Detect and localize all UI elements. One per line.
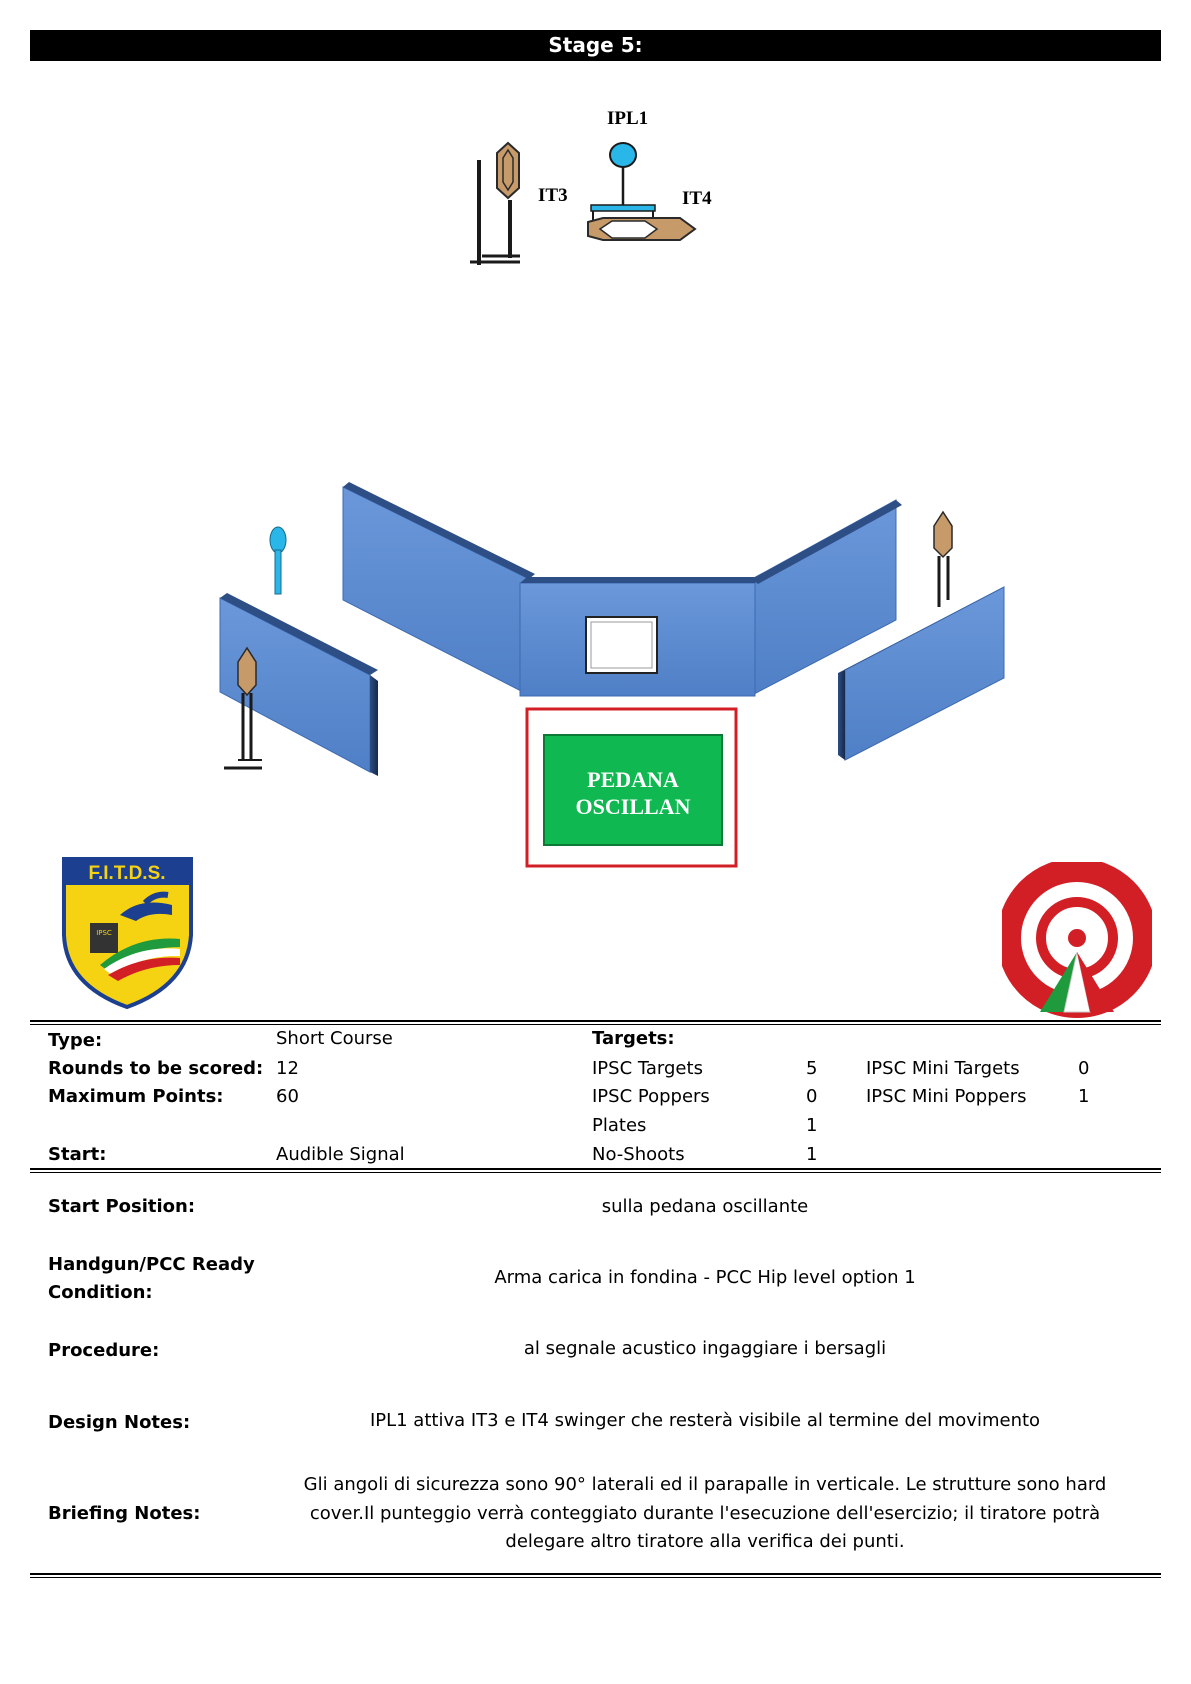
left-wing-wall — [342, 482, 535, 696]
center-wall — [519, 577, 761, 697]
mini-target-count: 0 — [1078, 1058, 1090, 1079]
divider-bottom-2 — [30, 1577, 1161, 1578]
divider-bottom-1 — [30, 1573, 1161, 1575]
divider-top-1 — [30, 1020, 1161, 1022]
it4-swinger-target — [587, 217, 697, 241]
start-position-value: sulla pedana oscillante — [601, 1196, 809, 1217]
procedure-label: Procedure: — [48, 1340, 160, 1361]
start-label: Start: — [48, 1144, 107, 1165]
swinging-platform — [543, 734, 723, 846]
target-type-count: 0 — [806, 1086, 818, 1107]
target-type-name: Plates — [592, 1115, 647, 1136]
start-position-label: Start Position: — [48, 1196, 196, 1217]
target-type-count: 1 — [806, 1115, 818, 1136]
it3-target-stand — [470, 141, 520, 265]
start-value: Audible Signal — [276, 1144, 405, 1165]
wall-window — [585, 616, 658, 674]
stage-diagram — [219, 141, 1005, 868]
platform-label-line-2: OSCILLAN — [575, 794, 691, 819]
briefing-notes-line: Gli angoli di sicurezza sono 90° lateral… — [303, 1474, 1107, 1495]
divider-top-2 — [30, 1024, 1161, 1025]
type-value: Short Course — [276, 1028, 393, 1049]
design-notes-value: IPL1 attiva IT3 e IT4 swinger che rester… — [369, 1410, 1041, 1431]
ready-condition-value: Arma carica in fondina - PCC Hip level o… — [494, 1267, 916, 1288]
label-it4: IT4 — [682, 188, 712, 209]
briefing-notes-line: delegare altro tiratore alla verifica de… — [505, 1531, 905, 1552]
ipl1-popper — [590, 142, 656, 220]
platform-label: PEDANA OSCILLAN — [544, 766, 722, 820]
right-short-wall — [838, 586, 1005, 761]
mini-target-count: 1 — [1078, 1086, 1090, 1107]
targets-label: Targets: — [592, 1028, 675, 1049]
points-value: 60 — [276, 1086, 299, 1107]
ready-condition-label-line-2: Condition: — [48, 1282, 153, 1303]
fitds-logo: F.I.T.D.S. IPSC — [62, 857, 193, 1010]
left-short-wall — [219, 593, 378, 776]
target-type-count: 5 — [806, 1058, 818, 1079]
target-left-front — [224, 646, 262, 770]
stage-title: Stage 5: — [30, 30, 1161, 61]
rounds-label: Rounds to be scored: — [48, 1058, 264, 1079]
target-right-back — [933, 510, 953, 607]
target-type-count: 1 — [806, 1144, 818, 1165]
svg-text:F.I.T.D.S.: F.I.T.D.S. — [88, 863, 165, 884]
popper-left — [269, 526, 287, 595]
briefing-notes-line: cover.Il punteggio verrà conteggiato dur… — [309, 1503, 1101, 1524]
mini-target-name: IPSC Mini Targets — [866, 1058, 1020, 1079]
label-ipl1: IPL1 — [607, 108, 649, 129]
target-type-name: IPSC Targets — [592, 1058, 703, 1079]
mini-target-name: IPSC Mini Poppers — [866, 1086, 1027, 1107]
svg-text:IPSC: IPSC — [96, 929, 112, 937]
design-notes-label: Design Notes: — [48, 1412, 191, 1433]
type-label: Type: — [48, 1030, 103, 1051]
target-type-name: IPSC Poppers — [592, 1086, 710, 1107]
rounds-value: 12 — [276, 1058, 299, 1079]
divider-mid-2 — [30, 1172, 1161, 1173]
points-label: Maximum Points: — [48, 1086, 224, 1107]
divider-mid-1 — [30, 1168, 1161, 1170]
briefing-notes-label: Briefing Notes: — [48, 1503, 201, 1524]
target-type-name: No-Shoots — [592, 1144, 685, 1165]
label-it3: IT3 — [538, 185, 568, 206]
accademia-logo — [1002, 862, 1152, 1018]
start-area-box — [525, 707, 738, 868]
ready-condition-label-line-1: Handgun/PCC Ready — [48, 1254, 255, 1275]
procedure-value: al segnale acustico ingaggiare i bersagl… — [523, 1338, 887, 1359]
platform-label-line-1: PEDANA — [587, 767, 679, 792]
